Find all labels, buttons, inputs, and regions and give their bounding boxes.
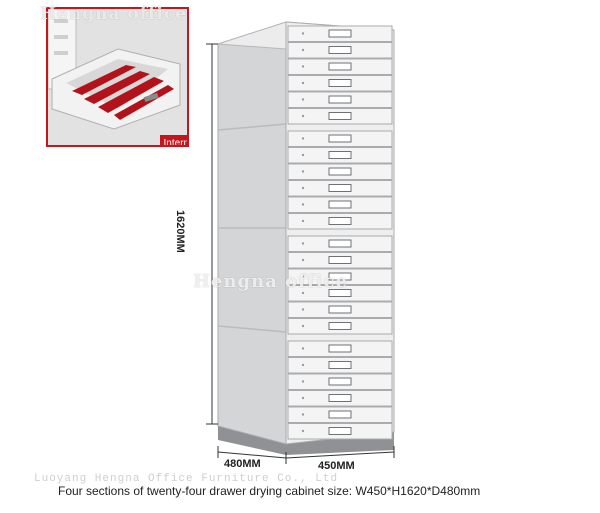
drawer-lock-icon (301, 203, 305, 206)
drawer-lock-icon (301, 48, 305, 52)
drawer-lock-icon (301, 170, 305, 173)
drawer-handle (328, 427, 352, 435)
drawer-lock-icon (301, 153, 305, 157)
internal-drawer-photo (48, 9, 187, 145)
drawer-handle (328, 112, 352, 120)
drawer-lock-icon (301, 258, 305, 262)
depth-dimension-label: 480MM (224, 458, 261, 470)
drawer-lock-icon (301, 308, 305, 311)
drawer-lock-icon (301, 81, 305, 85)
drawer-handle (328, 151, 352, 159)
drawer-lock-icon (301, 137, 305, 140)
internal-display-inset: Internal Display (46, 7, 189, 147)
drawer-handle (328, 62, 352, 71)
drawer-handle (328, 394, 352, 402)
drawer-handle (328, 200, 352, 209)
drawer-handle (328, 46, 352, 54)
drawer-lock-icon (301, 114, 305, 118)
drawer-handle (328, 184, 352, 192)
drawer-lock-icon (301, 347, 305, 350)
inset-label: Internal Display (160, 135, 187, 145)
drawer-lock-icon (301, 275, 305, 278)
drawer-handle (328, 305, 352, 314)
drawer-handle (328, 256, 352, 264)
drawer-lock-icon (301, 380, 305, 383)
watermark-middle: Hengna office (193, 271, 348, 292)
drawer-handle (328, 322, 352, 330)
drawer-handle (328, 361, 352, 369)
drawer-handle (328, 344, 352, 353)
drawer-handle (328, 95, 352, 104)
drawer-lock-icon (301, 291, 305, 295)
product-caption: Four sections of twenty-four drawer dryi… (58, 484, 481, 498)
drawer-lock-icon (301, 186, 305, 190)
drawer-handle (328, 29, 352, 38)
drawer-handle (328, 289, 352, 297)
drawer-handle (328, 217, 352, 225)
watermark-top: Hengna office (40, 4, 188, 24)
width-dimension-label: 450MM (318, 460, 355, 472)
drawer-lock-icon (301, 363, 305, 367)
footer-watermark: Luoyang Hengna Office Furniture Co., Ltd (34, 473, 339, 485)
drawer-handle (328, 377, 352, 386)
drawer-handle (328, 79, 352, 87)
drawer-handle (328, 272, 352, 281)
drawer-handle (328, 410, 352, 419)
drawer-lock-icon (301, 429, 305, 433)
drawer-handle (328, 134, 352, 143)
drawer-lock-icon (301, 65, 305, 68)
drawer-handle (328, 167, 352, 176)
cabinet-side-panel (217, 21, 287, 445)
cabinet-base (218, 426, 394, 455)
drawer-lock-icon (301, 219, 305, 223)
drawer-handle (328, 239, 352, 248)
drawer-lock-icon (301, 324, 305, 328)
drawer-lock-icon (301, 242, 305, 245)
drawer-lock-icon (301, 32, 305, 35)
drawer-lock-icon (301, 396, 305, 400)
height-dimension-label: 1620MM (174, 210, 186, 253)
drawer-lock-icon (301, 413, 305, 416)
drawer-lock-icon (301, 98, 305, 101)
